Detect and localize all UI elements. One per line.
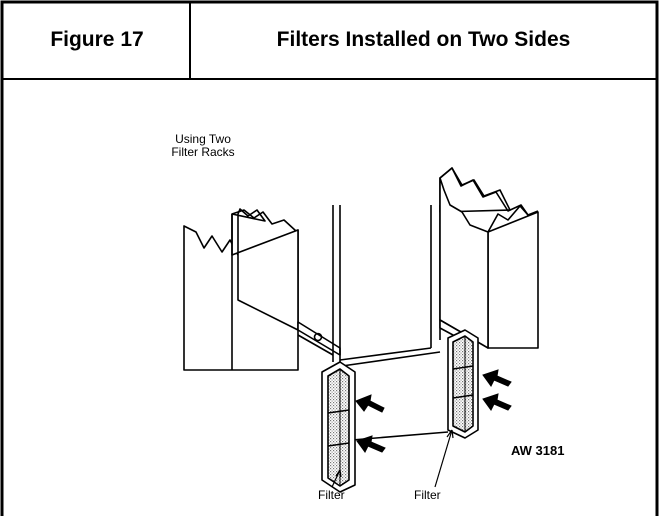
leader-lines xyxy=(331,429,454,488)
filter-racks-label-line-2: Filter Racks xyxy=(171,145,235,159)
right-filter xyxy=(447,329,479,439)
drawing-code: AW 3181 xyxy=(511,443,565,458)
filter-label-right: Filter xyxy=(414,488,441,502)
airflow-arrows xyxy=(355,369,512,453)
left-filter xyxy=(321,361,356,493)
figure-title: Filters Installed on Two Sides xyxy=(276,28,571,51)
left-filter-rack-tower xyxy=(183,208,341,371)
right-filter-rack-tower xyxy=(439,167,539,349)
filter-racks-label: Using Two Filter Racks xyxy=(158,133,248,159)
figure-number: Figure 17 xyxy=(50,28,144,51)
filter-label-left: Filter xyxy=(318,488,345,502)
filter-racks-label-line-1: Using Two xyxy=(175,132,231,146)
